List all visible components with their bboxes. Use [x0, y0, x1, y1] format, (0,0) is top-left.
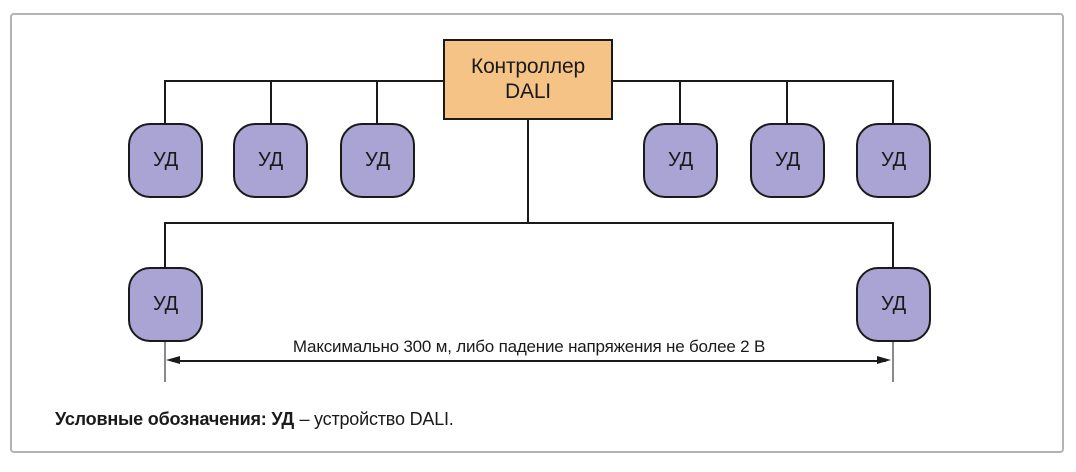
dali-device-node: УД: [128, 267, 203, 342]
dimension-extension-line: [892, 342, 894, 382]
dali-device-node: УД: [340, 123, 415, 198]
dimension-note: Максимально 300 м, либо падение напряжен…: [292, 337, 766, 356]
device-label: УД: [881, 293, 906, 315]
dali-device-node: УД: [856, 123, 931, 198]
bus-drop-line: [892, 80, 894, 125]
device-label: УД: [258, 149, 283, 171]
dali-device-node: УД: [233, 123, 308, 198]
legend-definition: – устройство DALI.: [299, 409, 454, 429]
dali-device-node: УД: [750, 123, 825, 198]
bus-drop-line: [679, 80, 681, 125]
dimension-arrowhead-right-icon: [877, 356, 891, 365]
dimension-extension-line: [164, 342, 166, 382]
device-label: УД: [668, 149, 693, 171]
device-label: УД: [775, 149, 800, 171]
bus-drop-line: [270, 80, 272, 125]
legend-term: Условные обозначения: УД: [55, 409, 295, 429]
controller-label-line1: Контроллер: [471, 55, 585, 79]
device-label: УД: [881, 149, 906, 171]
dimension-arrowhead-left-icon: [166, 356, 180, 365]
dali-device-node: УД: [643, 123, 718, 198]
controller-label-line2: DALI: [505, 79, 551, 103]
bus-drop-line: [164, 80, 166, 125]
bus-drop-line: [376, 80, 378, 125]
device-label: УД: [153, 293, 178, 315]
dimension-arrow-line: [172, 360, 886, 362]
bus-drop-line: [892, 222, 894, 269]
device-label: УД: [365, 149, 390, 171]
controller-to-bus-line: [527, 118, 529, 224]
legend: Условные обозначения: УД– устройство DAL…: [55, 409, 454, 430]
bus-drop-line: [786, 80, 788, 125]
bus-drop-line: [164, 222, 166, 269]
dali-device-node: УД: [856, 267, 931, 342]
bottom-bus-line: [164, 222, 894, 224]
dali-controller-box: Контроллер DALI: [443, 39, 613, 120]
dali-device-node: УД: [128, 123, 203, 198]
device-label: УД: [153, 149, 178, 171]
